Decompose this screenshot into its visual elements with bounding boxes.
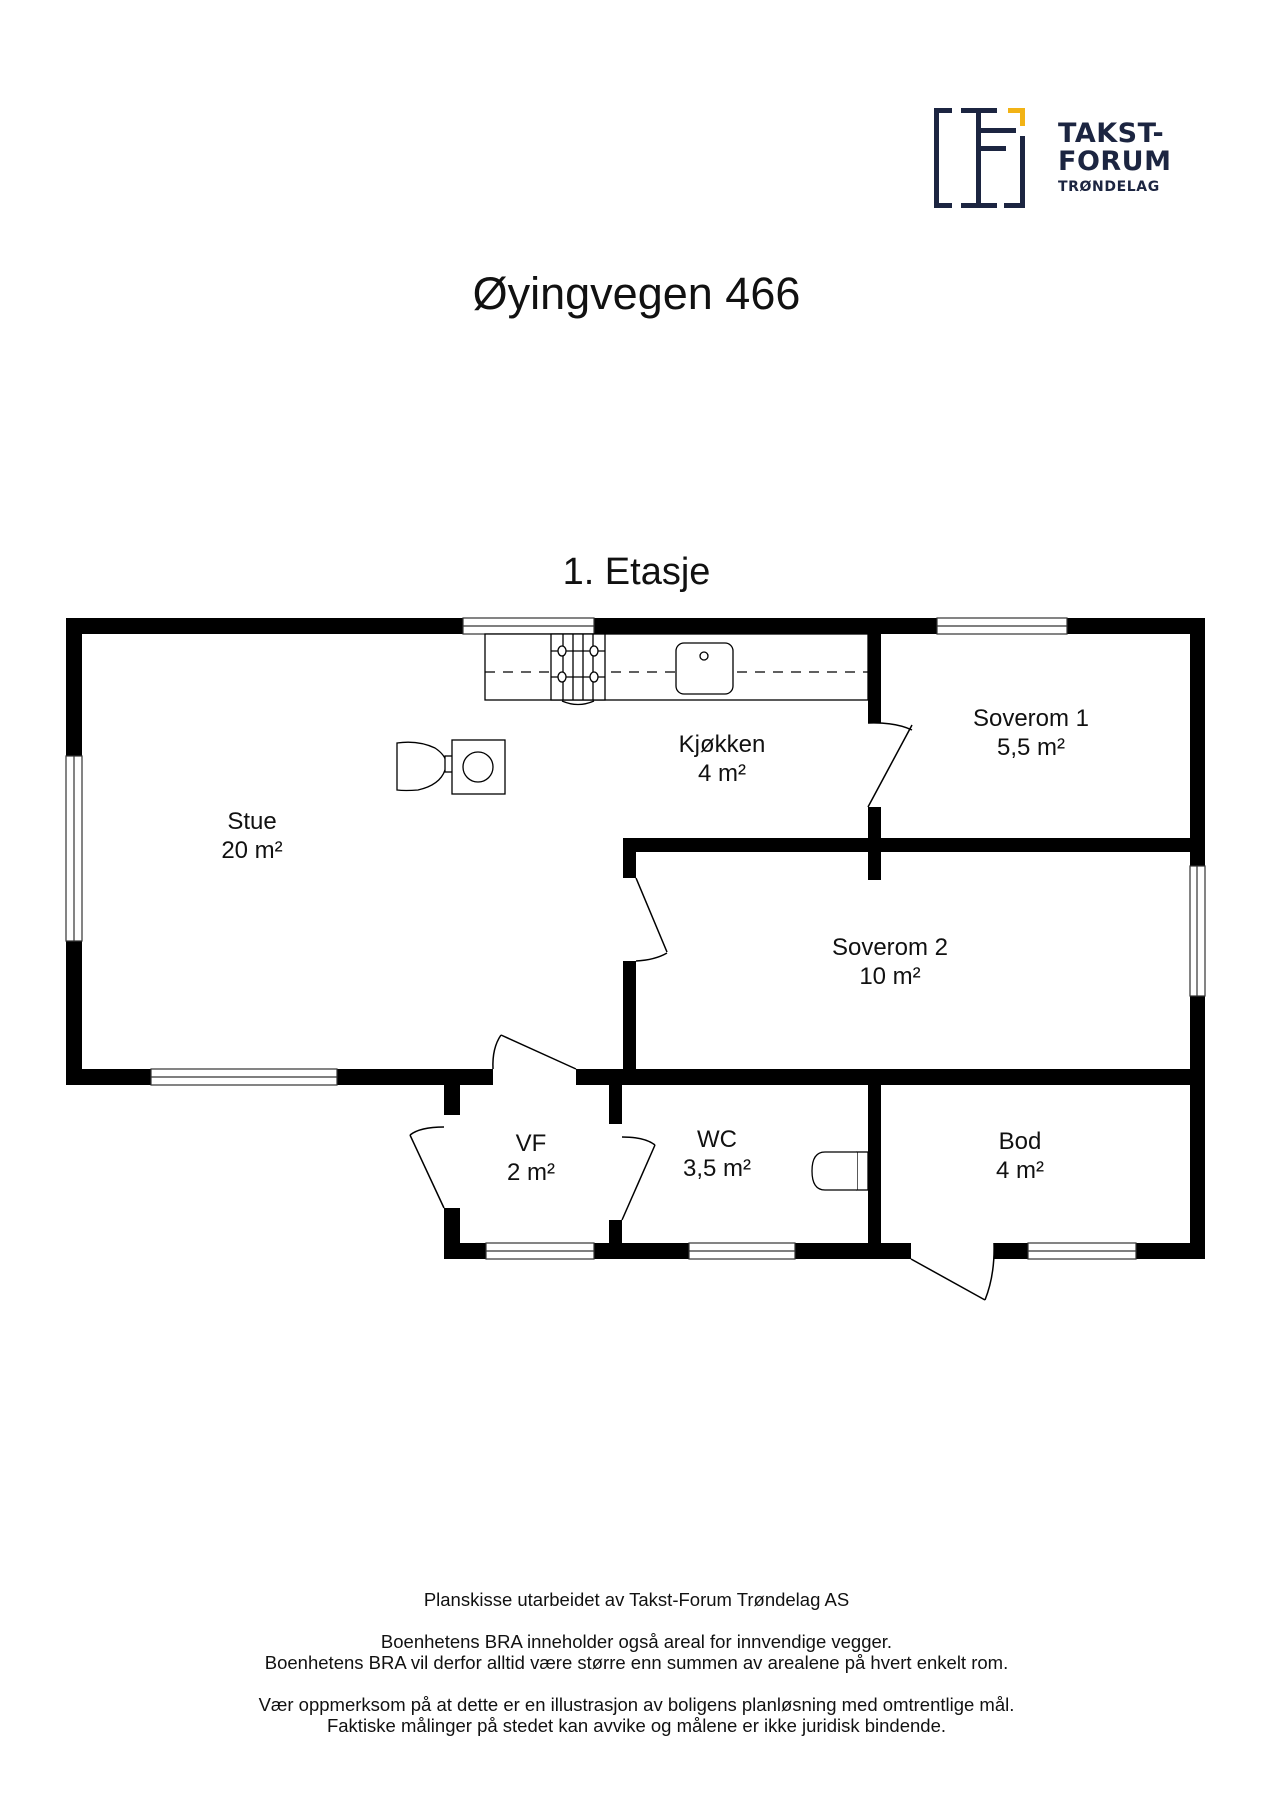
footer-note-4: Faktiske målinger på stedet kan avvike o… — [326, 1715, 947, 1736]
footer-note-2: Boenhetens BRA vil derfor alltid være st… — [264, 1652, 1009, 1673]
room-area: 5,5 m² — [996, 734, 1065, 761]
room-name: Soverom 1 — [972, 705, 1090, 732]
room-area: 20 m² — [221, 837, 283, 864]
room-soverom-2: Soverom 2 10 m² — [790, 933, 990, 991]
room-soverom-1: Soverom 1 5,5 m² — [931, 704, 1131, 762]
logo-line-takst: TAKST- — [1058, 118, 1165, 149]
room-bod: Bod 4 m² — [920, 1127, 1120, 1185]
room-name: VF — [515, 1130, 547, 1157]
room-area: 2 m² — [507, 1159, 555, 1186]
room-area: 10 m² — [859, 963, 921, 990]
footer-note-3: Vær oppmerksom på at dette er en illustr… — [258, 1694, 1015, 1715]
room-name: Bod — [998, 1128, 1042, 1155]
room-name: Soverom 2 — [831, 934, 949, 961]
windows — [65, 617, 1206, 1260]
footer-credit: Planskisse utarbeidet av Takst-Forum Trø… — [423, 1589, 850, 1610]
room-area: 3,5 m² — [682, 1155, 751, 1182]
room-name: Stue — [227, 808, 277, 835]
kitchen-fixtures — [484, 633, 869, 706]
room-area: 4 m² — [698, 760, 746, 787]
room-name: WC — [697, 1126, 737, 1153]
logo-wordmark: TAKST- FORUM TRØNDELAG — [1058, 120, 1171, 194]
room-stue: Stue 20 m² — [152, 807, 352, 865]
floor-title: 1. Etasje — [562, 551, 711, 593]
doors — [409, 722, 995, 1301]
room-name: Kjøkken — [678, 731, 766, 758]
wc-toilet-fixture — [811, 1151, 869, 1191]
stove-heater-fixture — [396, 739, 506, 795]
footer-note-1: Boenhetens BRA inneholder også areal for… — [380, 1631, 893, 1652]
logo-line-forum: FORUM — [1058, 146, 1172, 177]
takst-forum-logo-mark — [934, 108, 1025, 208]
page-title: Øyingvegen 466 — [472, 268, 801, 319]
logo-line-trondelag: TRØNDELAG — [1058, 179, 1160, 195]
room-kjokken: Kjøkken 4 m² — [622, 730, 822, 788]
room-wc: WC 3,5 m² — [617, 1125, 817, 1183]
room-vf: VF 2 m² — [431, 1129, 631, 1187]
room-area: 4 m² — [996, 1157, 1044, 1184]
